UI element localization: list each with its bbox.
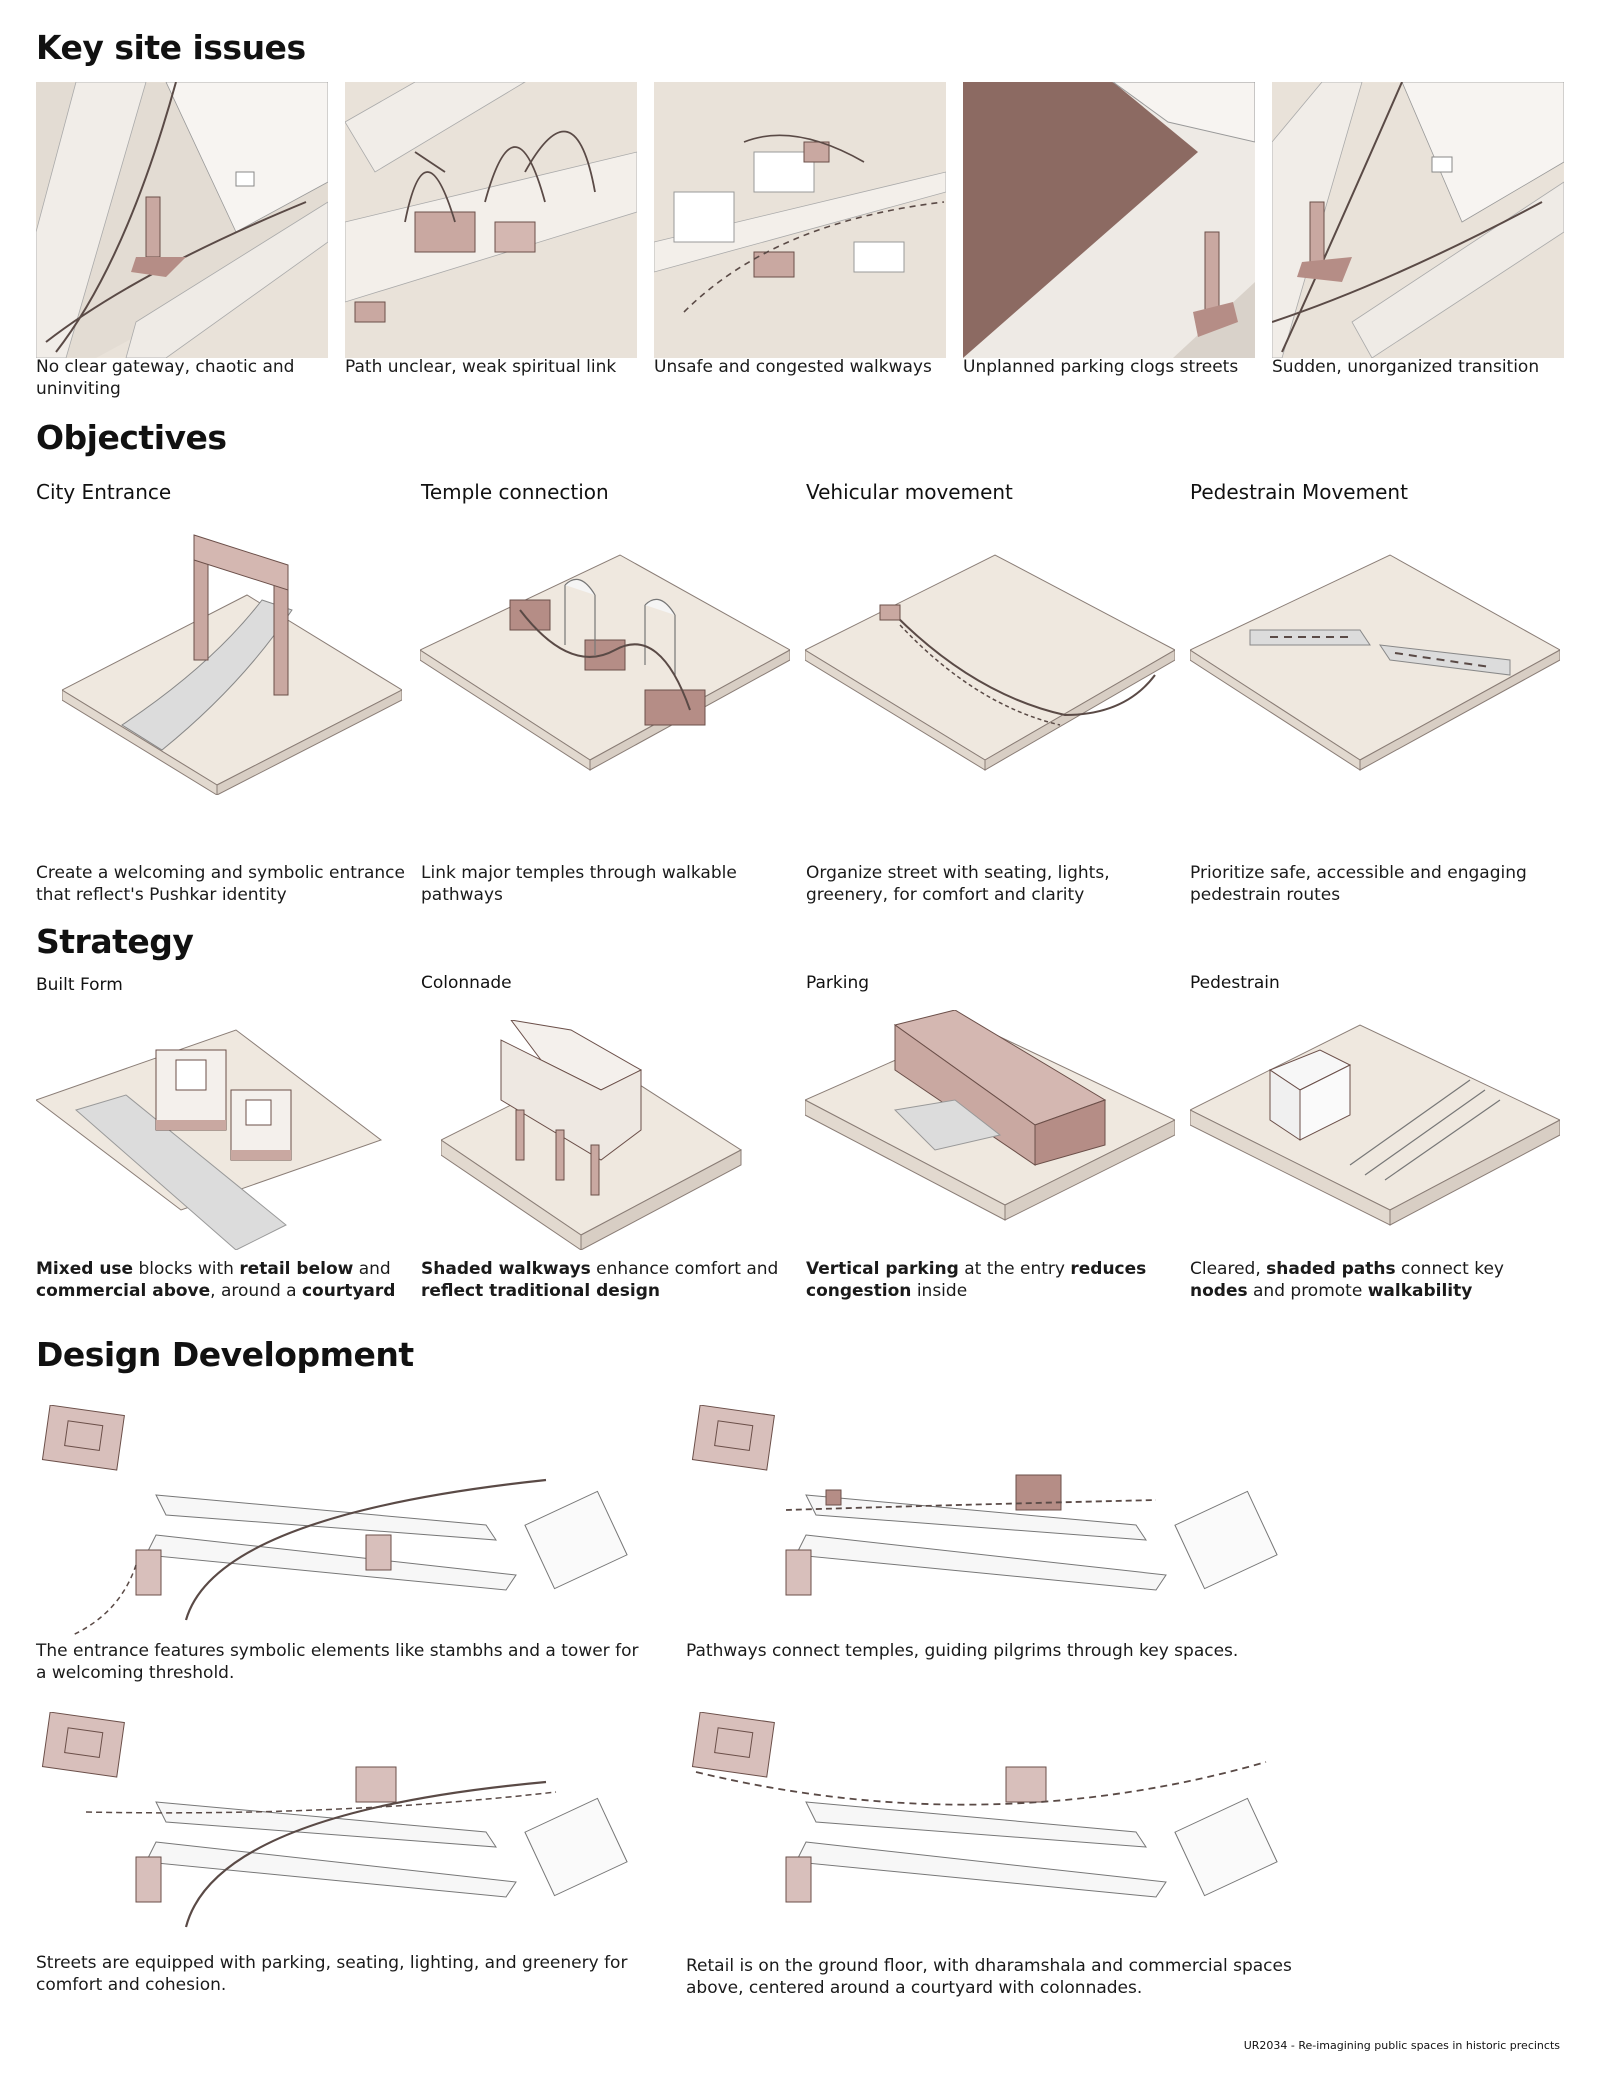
issue-caption: Sudden, unorganized transition <box>1272 357 1540 377</box>
section-title-design-development: Design Development <box>36 1335 414 1374</box>
strategy-title: Pedestrain <box>1190 973 1280 993</box>
development-caption: The entrance features symbolic elements … <box>36 1641 639 1683</box>
strategy-caption-colonnade: Shaded walkways enhance comfort and refl… <box>421 1259 779 1301</box>
section-title-objectives: Objectives <box>36 418 227 457</box>
development-plan-2 <box>686 1405 1296 1635</box>
objective-title: Pedestrain Movement <box>1190 480 1408 504</box>
issue-image-spiritual-link <box>345 82 637 358</box>
issue-caption: Unplanned parking clogs streets <box>963 357 1239 377</box>
section-title-key-issues: Key site issues <box>36 28 306 67</box>
objective-diagram-temple <box>420 545 790 785</box>
issue-caption: Path unclear, weak spiritual link <box>345 357 617 377</box>
objective-diagram-vehicular <box>805 545 1175 785</box>
objective-caption: Organize street with seating, lights, gr… <box>806 863 1110 905</box>
objective-caption: Prioritize safe, accessible and engaging… <box>1190 863 1527 905</box>
footer-note: UR2034 - Re-imagining public spaces in h… <box>1243 2039 1560 2052</box>
objective-title: Temple connection <box>421 480 609 504</box>
objective-title: City Entrance <box>36 480 172 504</box>
development-caption: Pathways connect temples, guiding pilgri… <box>686 1641 1239 1661</box>
objective-diagram-entrance <box>62 515 402 795</box>
issue-image-gateway <box>36 82 328 358</box>
issue-caption: No clear gateway, chaotic and uninviting <box>36 357 295 399</box>
strategy-diagram-built-form <box>36 1010 386 1250</box>
objective-diagram-pedestrian <box>1190 545 1560 785</box>
strategy-diagram-parking <box>805 1010 1175 1250</box>
strategy-title: Built Form <box>36 975 123 995</box>
development-plan-3 <box>36 1712 646 1942</box>
issue-caption: Unsafe and congested walkways <box>654 357 932 377</box>
strategy-diagram-pedestrian <box>1190 1010 1560 1250</box>
issue-image-walkways <box>654 82 946 358</box>
strategy-title: Parking <box>806 973 870 993</box>
strategy-diagram-colonnade <box>441 1020 771 1250</box>
objective-caption: Link major temples through walkable path… <box>421 863 737 905</box>
development-plan-1 <box>36 1405 646 1635</box>
strategy-caption-pedestrian: Cleared, shaded paths connect key nodes … <box>1190 1259 1504 1301</box>
strategy-caption-built-form: Mixed use blocks with retail below and c… <box>36 1259 396 1301</box>
issue-image-parking <box>963 82 1255 358</box>
development-caption: Retail is on the ground floor, with dhar… <box>686 1956 1292 1998</box>
section-title-strategy: Strategy <box>36 922 194 961</box>
strategy-title: Colonnade <box>421 973 512 993</box>
objective-caption: Create a welcoming and symbolic entrance… <box>36 863 405 905</box>
strategy-caption-parking: Vertical parking at the entry reduces co… <box>806 1259 1147 1301</box>
development-plan-4 <box>686 1712 1296 1942</box>
issue-image-transition <box>1272 82 1564 358</box>
development-caption: Streets are equipped with parking, seati… <box>36 1953 628 1995</box>
objective-title: Vehicular movement <box>806 480 1013 504</box>
